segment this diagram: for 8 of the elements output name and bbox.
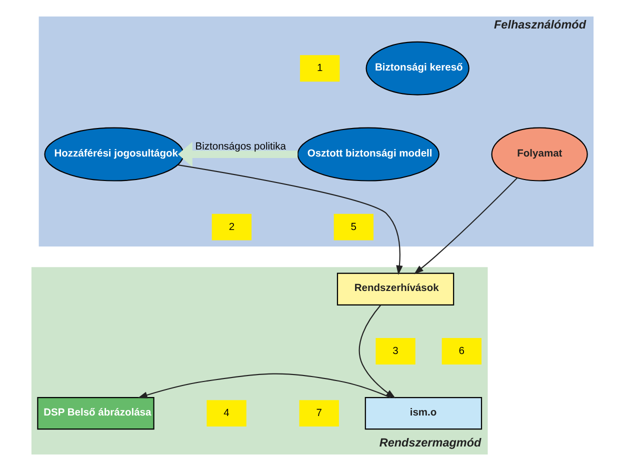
label: 7 — [316, 408, 322, 420]
label: 5 — [350, 222, 356, 233]
edge-label: Biztonságos politika — [194, 141, 286, 152]
label: 1 — [316, 63, 322, 74]
label: 3 — [392, 346, 398, 357]
label: 2 — [228, 222, 234, 233]
label: 4 — [223, 408, 229, 420]
label: 6 — [458, 346, 464, 357]
